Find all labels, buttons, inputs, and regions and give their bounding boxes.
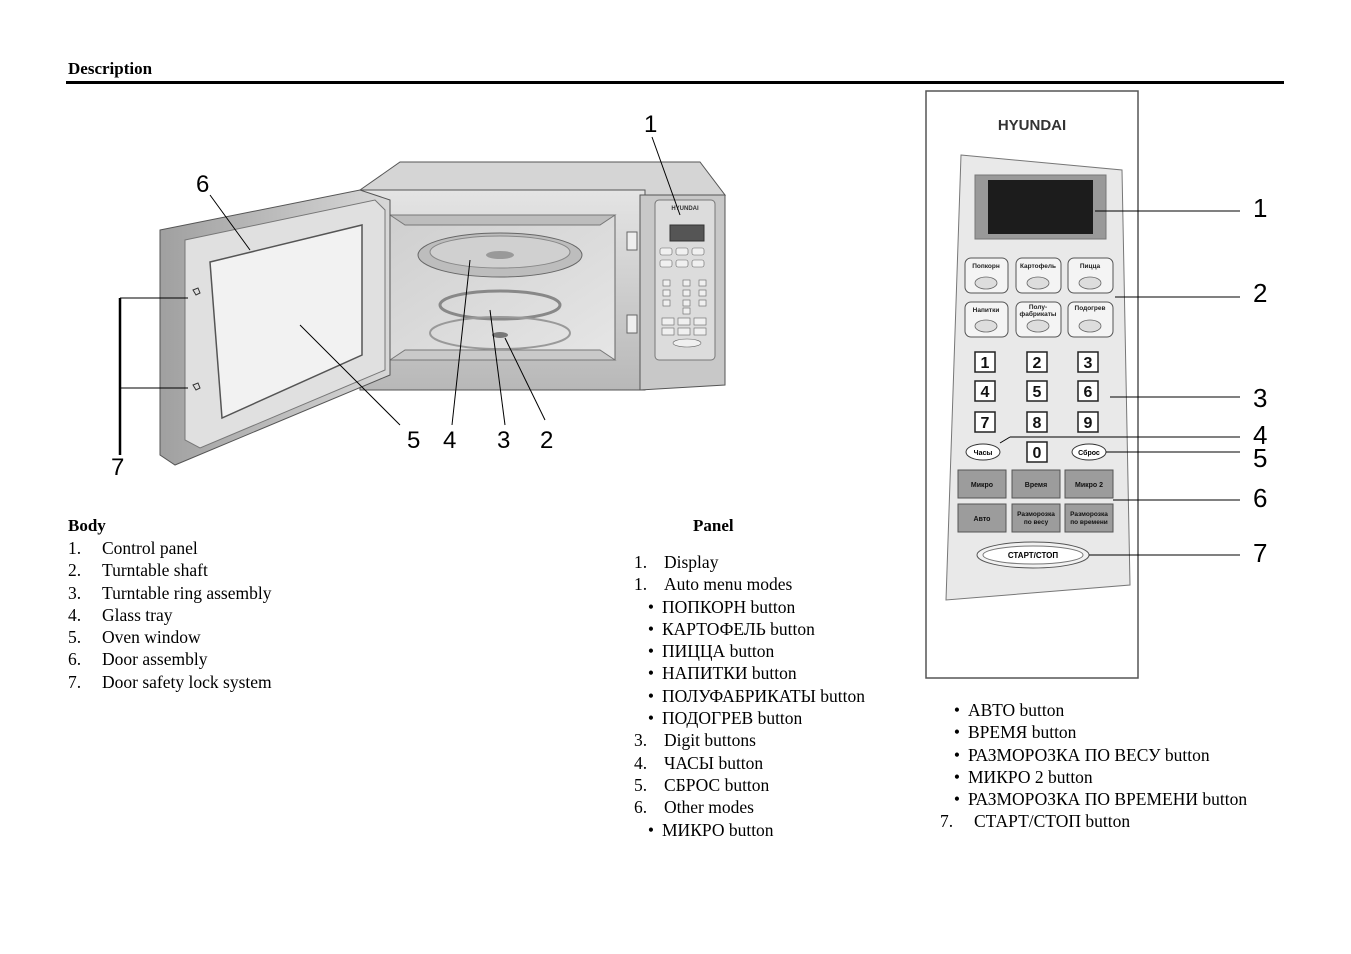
list-item: 1.Auto menu modes xyxy=(634,574,793,595)
btn-defrost-time-2: по времени xyxy=(1070,519,1108,526)
btn-start-stop: СТАРТ/СТОП xyxy=(1008,551,1059,560)
list-item: •МИКРО button xyxy=(647,819,774,840)
btn-popcorn: Попкорн xyxy=(972,263,1000,270)
digit-7: 7 xyxy=(981,415,990,432)
list-item: 3.Turntable ring assembly xyxy=(68,582,272,603)
list-item: 7.Door safety lock system xyxy=(68,671,272,692)
btn-micro: Микро xyxy=(971,482,993,489)
digit-4: 4 xyxy=(981,384,990,401)
left-callout-4: 4 xyxy=(443,427,456,454)
list-item: 7.СТАРТ/СТОП button xyxy=(940,811,1131,832)
left-callout-7: 7 xyxy=(111,454,124,481)
btn-defrost-weight-2: по весу xyxy=(1024,519,1049,526)
list-item: •НАПИТКИ button xyxy=(647,663,797,684)
body-list: 1.Control panel 2.Turntable shaft 3.Turn… xyxy=(68,537,272,693)
title-rule xyxy=(66,81,1284,84)
list-item: •АВТО button xyxy=(953,700,1065,720)
list-item: 5.Oven window xyxy=(68,627,201,648)
list-item: •РАЗМОРОЗКА ПО ВРЕМЕНИ button xyxy=(953,789,1248,810)
panel-callout-3: 3 xyxy=(1253,383,1267,413)
left-callout-6: 6 xyxy=(196,171,209,198)
btn-defrost-time-1: Разморозка xyxy=(1070,511,1108,518)
panel-callout-7: 7 xyxy=(1253,538,1267,568)
digit-8: 8 xyxy=(1033,415,1042,432)
left-callout-5: 5 xyxy=(407,427,420,454)
panel-brand-label: HYUNDAI xyxy=(998,117,1066,134)
left-callout-3: 3 xyxy=(497,427,510,454)
panel-list: 1.Display 1.Auto menu modes •ПОПКОРН but… xyxy=(634,551,865,841)
btn-defrost-weight-1: Разморозка xyxy=(1017,511,1055,518)
btn-clock: Часы xyxy=(974,450,993,457)
panel-callout-2: 2 xyxy=(1253,278,1267,308)
control-panel-illustration: HYUNDAI Попкорн Картофель Пицца Напитки … xyxy=(925,90,1267,679)
panel-callout-6: 6 xyxy=(1253,483,1267,513)
list-item: •ПИЦЦА button xyxy=(647,641,775,662)
list-item: 6.Other modes xyxy=(634,797,754,818)
panel-callout-5: 5 xyxy=(1253,443,1267,473)
list-item: 6.Door assembly xyxy=(68,649,208,670)
list-item: 5.СБРОС button xyxy=(634,774,770,795)
btn-reset: Сброс xyxy=(1078,449,1100,457)
page-title: Description xyxy=(68,59,153,78)
digit-5: 5 xyxy=(1033,384,1042,401)
digit-1: 1 xyxy=(981,355,990,372)
list-item: •ВРЕМЯ button xyxy=(953,722,1077,743)
panel-heading: Panel xyxy=(693,516,734,535)
btn-potato: Картофель xyxy=(1020,263,1056,270)
list-item: •ПОЛУФАБРИКАТЫ button xyxy=(647,685,865,706)
btn-semi-2: фабрикаты xyxy=(1020,310,1057,318)
left-callout-2: 2 xyxy=(540,427,553,454)
btn-semi-1: Полу- xyxy=(1029,304,1047,311)
btn-reheat: Подогрев xyxy=(1075,305,1106,312)
left-brand-label: HYUNDAI xyxy=(671,206,699,212)
list-item: 4.ЧАСЫ button xyxy=(634,752,764,773)
list-item: •ПОДОГРЕВ button xyxy=(647,708,803,729)
digit-9: 9 xyxy=(1084,415,1093,432)
btn-micro2: Микро 2 xyxy=(1075,482,1103,489)
list-item: 3.Digit buttons xyxy=(634,730,756,751)
digit-2: 2 xyxy=(1033,355,1042,372)
left-callout-1: 1 xyxy=(644,111,657,138)
microwave-illustration: HYUNDAI 1 2 xyxy=(111,111,727,481)
body-heading: Body xyxy=(68,516,106,535)
btn-pizza: Пицца xyxy=(1080,263,1101,270)
btn-time: Время xyxy=(1025,482,1047,489)
list-item: 4.Glass tray xyxy=(68,604,173,625)
list-item: 2.Turntable shaft xyxy=(68,560,208,581)
digit-3: 3 xyxy=(1084,355,1093,372)
panel-callout-4: 4 xyxy=(1253,420,1267,450)
list-item: •МИКРО 2 button xyxy=(953,766,1093,787)
list-item: 1.Display xyxy=(634,552,719,572)
list-item: •РАЗМОРОЗКА ПО ВЕСУ button xyxy=(953,744,1210,765)
digit-0: 0 xyxy=(1033,445,1042,462)
panel-callout-1: 1 xyxy=(1253,193,1267,223)
list-item: •КАРТОФЕЛЬ button xyxy=(647,618,815,639)
btn-auto: Авто xyxy=(974,516,991,523)
list-item: •ПОПКОРН button xyxy=(647,596,796,617)
panel-list-continued: •АВТО button •ВРЕМЯ button •РАЗМОРОЗКА П… xyxy=(940,699,1248,833)
btn-drinks: Напитки xyxy=(973,307,1000,314)
list-item: 1.Control panel xyxy=(68,538,198,558)
digit-6: 6 xyxy=(1084,384,1093,401)
